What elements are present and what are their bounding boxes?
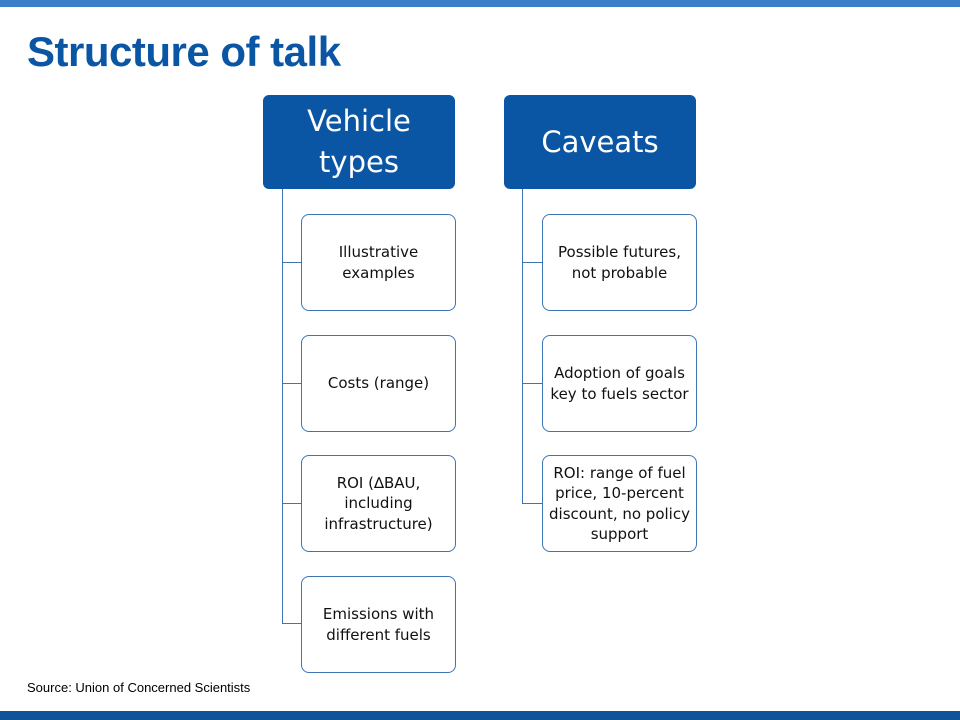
connector-branch <box>522 503 542 504</box>
box-emissions-fuels: Emissions with different fuels <box>301 576 456 673</box>
connector-vertical-vehicle-types <box>282 189 283 624</box>
bottom-accent-bar <box>0 711 960 720</box>
box-possible-futures: Possible futures, not probable <box>542 214 697 311</box>
connector-branch <box>282 623 301 624</box>
box-illustrative-examples: Illustrative examples <box>301 214 456 311</box>
box-costs-range: Costs (range) <box>301 335 456 432</box>
connector-branch <box>522 262 542 263</box>
connector-branch <box>282 383 301 384</box>
top-accent-bar <box>0 0 960 7</box>
header-vehicle-types: Vehicle types <box>263 95 455 189</box>
box-roi-bau: ROI (∆BAU, including infrastructure) <box>301 455 456 552</box>
box-roi-range: ROI: range of fuel price, 10-percent dis… <box>542 455 697 552</box>
slide-title: Structure of talk <box>27 28 341 75</box>
connector-branch <box>282 262 301 263</box>
source-note: Source: Union of Concerned Scientists <box>27 680 251 695</box>
header-caveats: Caveats <box>504 95 696 189</box>
connector-branch <box>522 383 542 384</box>
connector-vertical-caveats <box>522 189 523 504</box>
connector-branch <box>282 503 301 504</box>
box-adoption-of-goals: Adoption of goals key to fuels sector <box>542 335 697 432</box>
